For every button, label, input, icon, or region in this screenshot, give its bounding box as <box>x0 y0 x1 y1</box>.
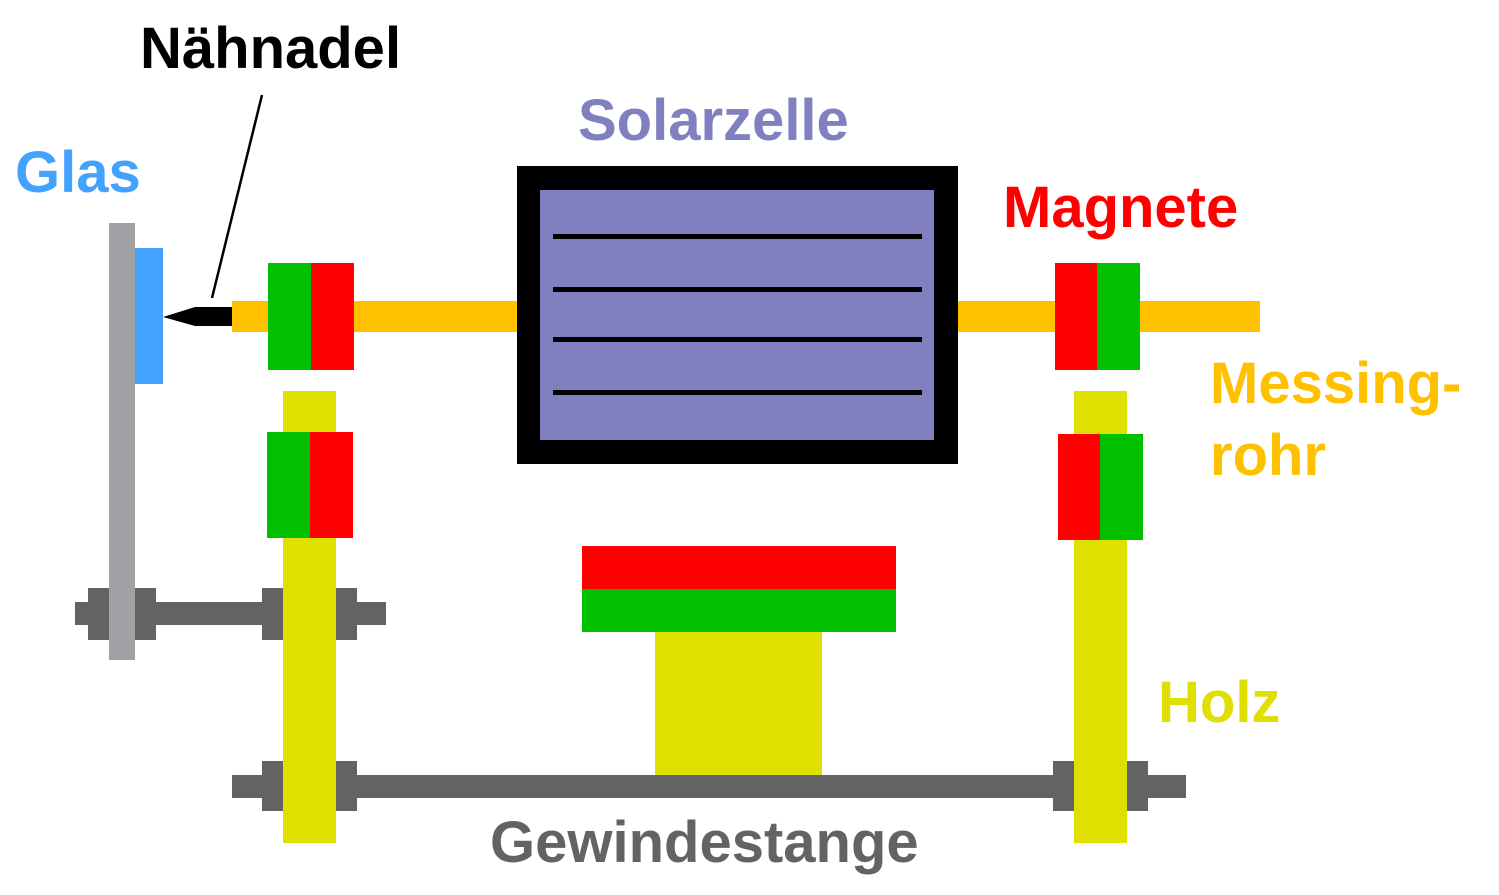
magnet-red <box>1055 263 1097 370</box>
label-magnets: Magnete <box>1003 175 1238 240</box>
solar-cell-line <box>553 390 922 395</box>
solar-cell <box>540 190 934 440</box>
glass-plate <box>135 248 163 384</box>
solar-cell-line <box>553 287 922 292</box>
magnet-red <box>310 432 353 538</box>
wood-base <box>655 632 822 775</box>
base-magnet-green <box>582 589 896 632</box>
label-threaded-rod: Gewindestange <box>490 810 919 875</box>
glass-holder <box>109 223 135 660</box>
needle <box>163 307 232 326</box>
magnet-red <box>1058 434 1100 540</box>
needle-pointer-line <box>210 94 264 299</box>
magnet-green <box>267 432 310 538</box>
label-solar-cell: Solarzelle <box>578 88 849 153</box>
label-glass: Glas <box>15 140 141 205</box>
threaded-rod <box>232 775 1186 798</box>
label-needle: Nähnadel <box>140 16 401 81</box>
base-magnet-red <box>582 546 896 589</box>
label-brass-tube-1: Messing- <box>1210 351 1461 416</box>
solar-cell-line <box>553 337 922 342</box>
magnet-green <box>1100 434 1143 540</box>
label-wood: Holz <box>1158 670 1280 735</box>
magnet-green <box>268 263 311 370</box>
magnet-red <box>311 263 354 370</box>
label-brass-tube-2: rohr <box>1210 423 1326 488</box>
magnet-green <box>1097 263 1140 370</box>
solar-cell-line <box>553 234 922 239</box>
